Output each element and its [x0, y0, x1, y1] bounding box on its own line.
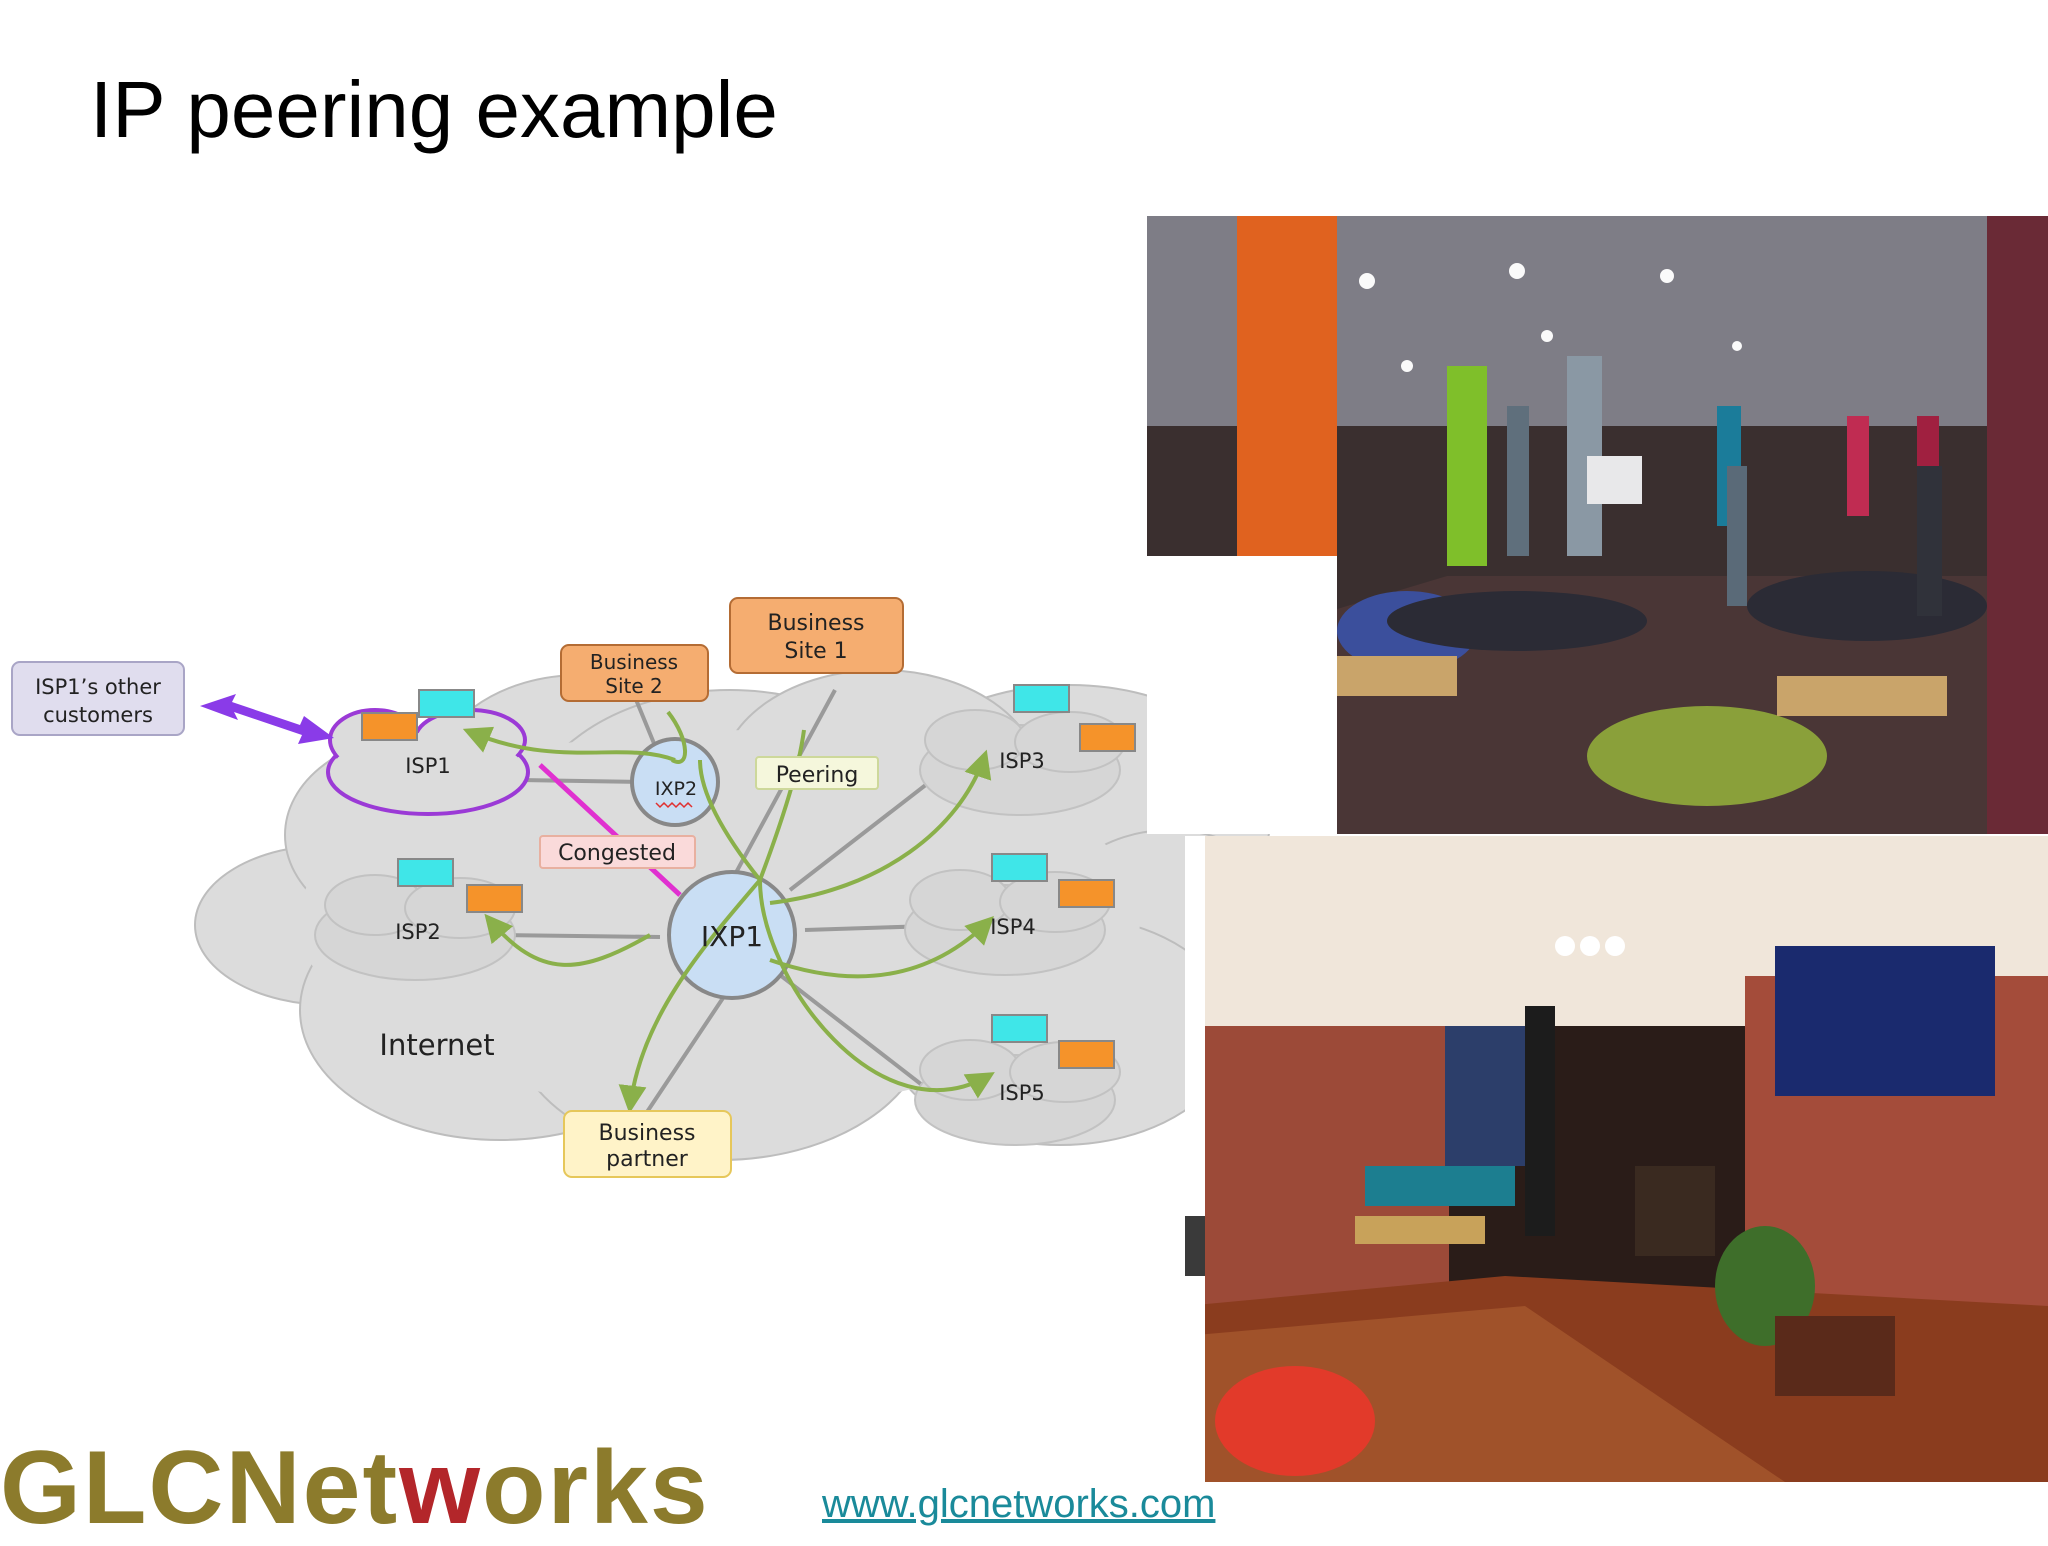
business-partner-label-1: Business — [598, 1121, 695, 1146]
business-partner-box — [563, 1110, 732, 1178]
congested-label: Congested — [558, 841, 676, 866]
ixp2-label: IXP2 — [655, 778, 697, 800]
isp5-label: ISP5 — [999, 1081, 1045, 1105]
ixp2-node — [630, 737, 720, 827]
business-site-2-label-2: Site 2 — [605, 674, 662, 698]
ixp1-label: IXP1 — [701, 920, 763, 953]
isp1-label: ISP1 — [405, 754, 451, 778]
isp1-customers-box — [11, 661, 185, 736]
customers-arrow — [200, 694, 334, 744]
business-site-1-box — [729, 597, 904, 674]
isp1-customers-label-1: ISP1’s other — [35, 675, 161, 699]
network-diagram: ISP1’s other customers Business Site 2 B… — [11, 597, 1296, 1178]
business-site-1-label-2: Site 1 — [784, 639, 847, 664]
router-icons — [361, 684, 1136, 1069]
isp4-cloud — [904, 869, 1111, 976]
ixp2-link — [666, 710, 687, 764]
isp3-label: ISP3 — [999, 749, 1045, 773]
congested-link — [538, 763, 682, 897]
business-partner-label-2: partner — [606, 1147, 689, 1172]
isp3-cloud — [919, 709, 1126, 816]
spellcheck-squiggle — [655, 801, 693, 809]
isp4-label: ISP4 — [990, 915, 1036, 939]
isp2-label: ISP2 — [395, 920, 441, 944]
website-link[interactable]: www.glcnetworks.com — [822, 1482, 1216, 1526]
isp2-cloud — [314, 874, 516, 981]
slide-title: IP peering example — [90, 65, 778, 154]
isp1-customers-label-2: customers — [43, 703, 153, 727]
glcnetworks-logo: GLCNetworks — [0, 1430, 710, 1546]
event-hall-photo — [1147, 216, 2048, 834]
business-site-2-box — [560, 644, 709, 702]
peering-tag — [755, 756, 879, 790]
business-site-2-label-1: Business — [590, 650, 678, 674]
peering-label: Peering — [776, 763, 859, 788]
internet-label: Internet — [379, 1028, 494, 1062]
congested-tag — [539, 835, 696, 869]
isp5-cloud — [914, 1039, 1121, 1146]
lounge-photo — [1185, 836, 2048, 1482]
business-site-1-label-1: Business — [767, 611, 864, 636]
